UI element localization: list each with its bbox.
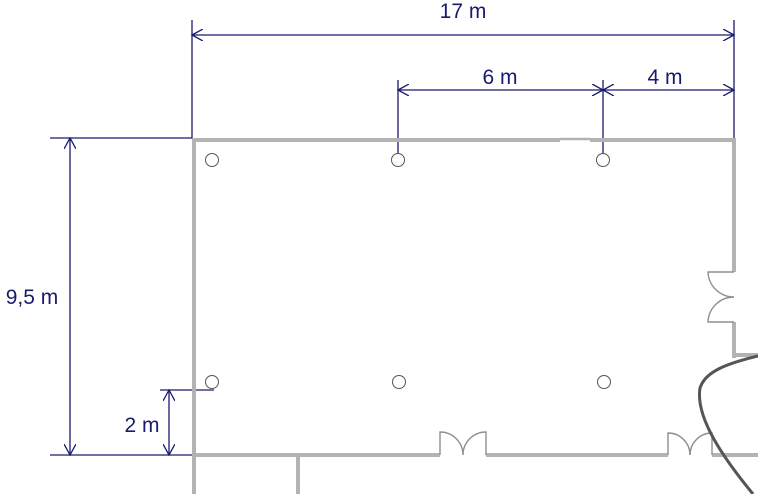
dimension-overall-width: 17 m (192, 0, 734, 35)
extension-lines (50, 20, 735, 456)
column-top-middle (391, 153, 405, 167)
dimension-label-end-offset: 4 m (647, 66, 682, 89)
walls (192, 137, 758, 494)
door-bottom-left (439, 431, 487, 456)
columns (205, 153, 611, 389)
door-right (707, 271, 735, 323)
curved-boundary (697, 354, 758, 494)
dimension-label-column-spacing: 6 m (482, 66, 517, 89)
dimension-label-overall-width: 17 m (440, 0, 487, 23)
dimension-label-column-offset: 2 m (124, 414, 159, 437)
column-bottom-left (205, 375, 219, 389)
column-bottom-right (597, 375, 611, 389)
dimension-overall-depth: 9,5 m (6, 138, 70, 455)
dimension-column-offset: 2 m (124, 390, 169, 455)
column-top-left (205, 153, 219, 167)
dimension-column-spacing: 6 m (398, 66, 603, 90)
dimension-end-offset: 4 m (603, 66, 734, 90)
column-top-right (596, 153, 610, 167)
door-bottom-right (667, 432, 713, 456)
dimension-label-overall-depth: 9,5 m (6, 286, 59, 309)
column-bottom-middle (392, 375, 406, 389)
